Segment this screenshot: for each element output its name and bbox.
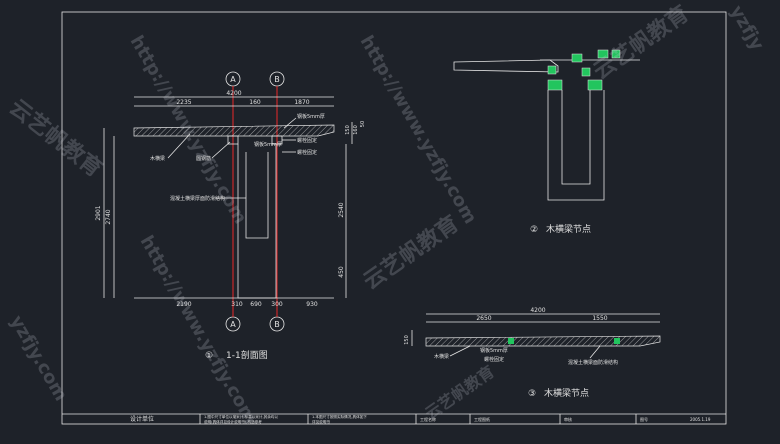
dim-bottom-5: 930 bbox=[306, 301, 318, 308]
dim-right-mid-2: 450 bbox=[338, 266, 345, 278]
tb-drawing-label: 工程图纸 bbox=[474, 416, 490, 422]
label-plate-mid: 钢板5mm厚 bbox=[254, 141, 282, 148]
label-round-steel: 圆钢筋 bbox=[196, 155, 211, 162]
dim-right-mid-1: 2540 bbox=[338, 202, 345, 217]
detail-view-2: ② 木横梁节点 bbox=[453, 49, 640, 235]
dim-total-top: 4200 bbox=[226, 90, 241, 97]
watermark-8: yzfjy.com bbox=[6, 312, 72, 405]
label-wood-beam: 木横梁 bbox=[150, 155, 165, 162]
v3-label-wood: 木横梁 bbox=[434, 353, 449, 360]
tb-note-3: 1.本图尺寸按照实际情况,具体如下 bbox=[312, 414, 367, 419]
watermarks: 云艺帆教育 http://www.yzfjy.com 云艺帆教育 http://… bbox=[4, 1, 768, 428]
dim-top-left: 2235 bbox=[176, 99, 191, 106]
watermark-5: 云艺帆教育 bbox=[359, 211, 464, 295]
tb-project-label: 工程名称 bbox=[420, 416, 436, 422]
v3-slab bbox=[425, 335, 661, 347]
tb-no-label: 图号 bbox=[640, 416, 648, 422]
leader-round-steel bbox=[211, 141, 231, 159]
node-green-1 bbox=[547, 65, 557, 75]
view3-title-num: ③ bbox=[528, 389, 536, 399]
title-block: 设计单位 1.图中尺寸单位以毫米计,标高以米计,其余均以 说明(具体详见设计说明… bbox=[130, 414, 711, 424]
view1-title-num: ① bbox=[205, 351, 213, 361]
view2-title: 木横梁节点 bbox=[546, 223, 591, 235]
section-view-1: A B A B 4200 2235 160 1870 219 bbox=[95, 71, 366, 361]
node-green-6 bbox=[547, 79, 563, 91]
axis-b-top-label: B bbox=[274, 75, 280, 84]
tb-unit: 设计单位 bbox=[130, 415, 154, 423]
detail-pier-outer bbox=[547, 90, 605, 201]
axis-a-top-label: A bbox=[230, 75, 236, 84]
tb-note-4: 详见说明书 bbox=[312, 419, 330, 424]
leader-plate-top bbox=[283, 117, 297, 129]
v3-label-bolt: 螺栓固定 bbox=[484, 356, 504, 363]
drawing-frame bbox=[61, 11, 727, 425]
dim-bottom-3: 690 bbox=[250, 301, 262, 308]
node-green-2 bbox=[571, 53, 583, 63]
label-bolt-1: 螺栓固定 bbox=[297, 137, 317, 144]
dim-right-top-1: 150 bbox=[345, 125, 351, 135]
tb-date: 2005.1.19 bbox=[690, 417, 711, 422]
watermark-1: 云艺帆教育 bbox=[4, 94, 107, 182]
dim-bottom-2: 310 bbox=[231, 301, 243, 308]
axis-b-bottom-label: B bbox=[274, 320, 280, 329]
view3-title: 木横梁节点 bbox=[544, 387, 589, 399]
v3-dim-right: 1550 bbox=[592, 315, 607, 322]
node-green-4 bbox=[611, 49, 621, 59]
v3-node-1 bbox=[508, 338, 514, 344]
dim-bottom-4: 300 bbox=[271, 301, 283, 308]
dim-top-right: 1870 bbox=[294, 99, 309, 106]
dim-top-mid: 160 bbox=[249, 99, 261, 106]
dim-bottom-1: 2190 bbox=[176, 301, 191, 308]
node-green-5 bbox=[581, 67, 591, 77]
dim-left-1: 2901 bbox=[95, 205, 102, 220]
dim-right-top-2: 160 bbox=[353, 125, 359, 135]
dim-left-2: 2740 bbox=[105, 209, 112, 224]
v3-dim-left: 2650 bbox=[476, 315, 491, 322]
node-green-7 bbox=[587, 79, 603, 91]
deck-slab bbox=[133, 124, 335, 137]
detail-pier-inner bbox=[561, 90, 591, 185]
bearing-block-a bbox=[227, 135, 239, 145]
detail-view-3: 4200 2650 1550 150 木横梁 钢板5mm厚 螺栓固定 混凝土横梁… bbox=[404, 307, 661, 399]
cantilever-slab bbox=[453, 59, 559, 73]
v3-label-concrete: 混凝土横梁面防滑结构 bbox=[568, 359, 618, 366]
label-bolt-2: 螺栓固定 bbox=[297, 149, 317, 156]
view1-title: 1-1剖面图 bbox=[226, 349, 268, 361]
v3-label-plate: 钢板5mm厚 bbox=[480, 347, 508, 354]
v3-leader-wood bbox=[449, 345, 471, 357]
label-plate-top: 钢板5mm厚 bbox=[297, 113, 325, 120]
watermark-3: 云艺帆教育 bbox=[589, 1, 694, 85]
pier-inner bbox=[245, 152, 269, 239]
watermark-6: http://www.yzfjy.com bbox=[136, 232, 261, 428]
v3-dim-left-text: 150 bbox=[404, 335, 410, 345]
label-concrete: 混凝土横梁厚面防滑结构 bbox=[170, 195, 225, 202]
tb-note-1: 1.图中尺寸单位以毫米计,标高以米计,其余均以 bbox=[204, 414, 278, 419]
view2-title-num: ② bbox=[530, 225, 538, 235]
axis-a-bottom-label: A bbox=[230, 320, 236, 329]
node-green-3 bbox=[597, 49, 609, 59]
watermark-7: yzfjy bbox=[726, 2, 768, 54]
leader-wood-beam bbox=[167, 133, 191, 159]
dim-right-top-3: 50 bbox=[360, 121, 366, 127]
tb-note-2: 说明(具体详见设计说明书),构造参考 bbox=[204, 419, 262, 424]
v3-dim-total: 4200 bbox=[530, 307, 545, 314]
v3-node-2 bbox=[614, 338, 620, 344]
watermark-4: http://www.yzfjy.com bbox=[356, 32, 481, 228]
v3-leader-concrete bbox=[589, 345, 601, 359]
tb-checker-label: 审核 bbox=[564, 416, 572, 422]
